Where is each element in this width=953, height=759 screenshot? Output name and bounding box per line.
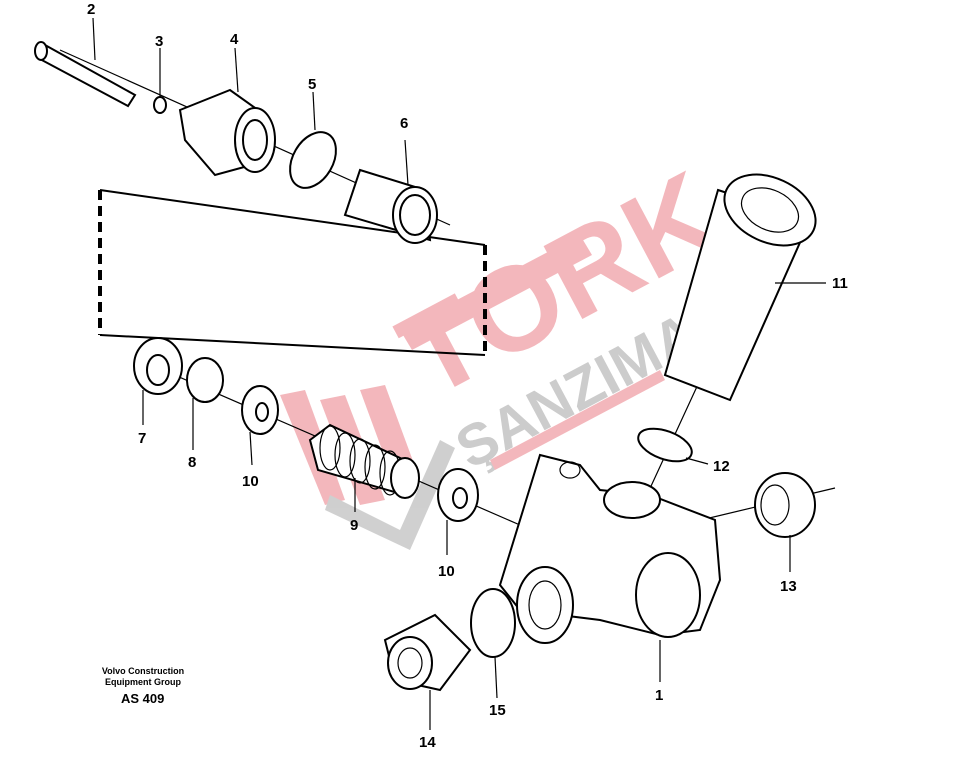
callout-labels: 2 3 4 5 6 7 8 10 9 10 11 12 13 1 14 15 [87, 1, 848, 751]
label-15: 15 [489, 702, 506, 719]
part-9-spring [308, 423, 420, 499]
part-2-pin [34, 41, 137, 108]
label-9: 9 [350, 517, 358, 534]
part-5-o-ring [289, 131, 337, 189]
label-5: 5 [308, 76, 316, 93]
part-1-pump-housing [498, 453, 722, 644]
part-13-plug [754, 472, 816, 538]
label-13: 13 [780, 578, 797, 595]
part-6-sleeve [343, 168, 438, 244]
part-4-plug [178, 88, 276, 177]
label-3: 3 [155, 33, 163, 50]
label-4: 4 [230, 31, 239, 48]
label-14: 14 [419, 734, 436, 751]
part-8-cup [186, 357, 224, 403]
label-6: 6 [400, 115, 408, 132]
label-10a: 10 [242, 473, 259, 490]
label-8: 8 [188, 454, 196, 471]
part-3-washer [153, 96, 167, 114]
publisher-caption: Volvo Construction Equipment Group [88, 666, 198, 688]
part-15-o-ring [470, 588, 516, 658]
label-1: 1 [655, 687, 663, 704]
diagram-code: AS 409 [121, 691, 165, 706]
label-11: 11 [832, 275, 848, 292]
part-14-union [383, 613, 472, 692]
part-11-filter [663, 173, 817, 402]
label-12: 12 [713, 458, 730, 475]
label-2: 2 [87, 1, 95, 18]
caption-line-1: Volvo Construction [101, 666, 185, 676]
caption-line-2: Equipment Group [105, 677, 181, 687]
part-12-o-ring [637, 427, 693, 463]
label-10b: 10 [438, 563, 455, 580]
leader-lines [92, 17, 826, 730]
label-7: 7 [138, 430, 146, 447]
